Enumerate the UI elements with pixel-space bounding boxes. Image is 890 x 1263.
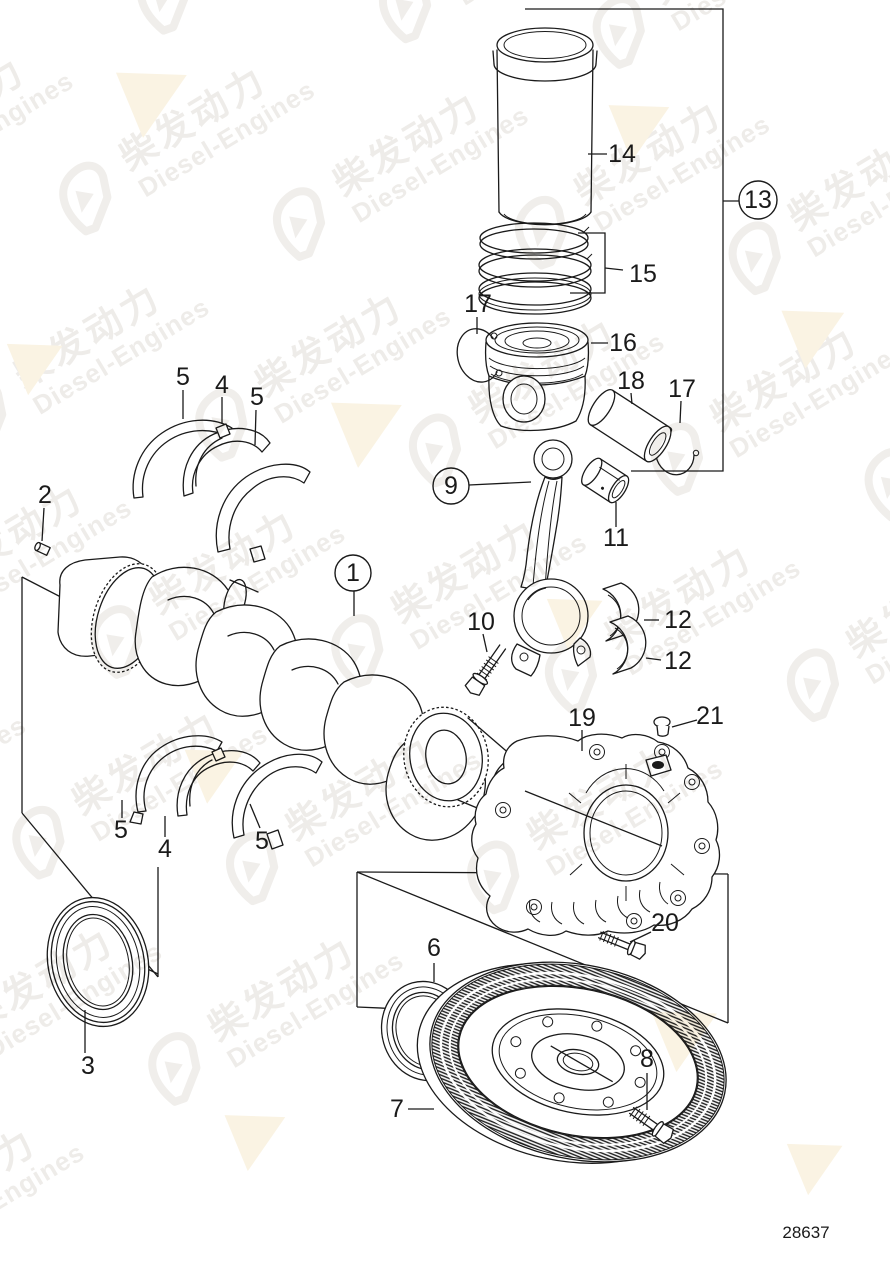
callout-5-bottom-right: 5 xyxy=(249,803,269,855)
callout-label-21: 21 xyxy=(696,702,724,730)
callout-label-12: 12 xyxy=(664,647,692,675)
callout-label-5: 5 xyxy=(250,383,264,411)
callout-4-top: 4 xyxy=(215,371,229,424)
callout-label-17: 17 xyxy=(464,290,492,318)
callout-12-upper: 12 xyxy=(644,606,692,634)
callout-21: 21 xyxy=(671,702,724,730)
callout-14: 14 xyxy=(588,140,636,168)
drawing-number: 28637 xyxy=(782,1223,829,1242)
part-circlip-left xyxy=(456,328,503,383)
callout-label-13: 13 xyxy=(744,186,772,214)
callout-11: 11 xyxy=(603,502,629,552)
part-rod-bolt xyxy=(464,644,507,696)
part-piston-pin xyxy=(587,389,672,463)
callout-16: 16 xyxy=(591,329,637,357)
callout-10: 10 xyxy=(467,608,495,653)
callout-label-11: 11 xyxy=(603,524,629,552)
callout-3: 3 xyxy=(81,1010,95,1080)
callout-label-20: 20 xyxy=(651,909,679,937)
callout-1: 1 xyxy=(334,554,372,616)
part-piston-rings xyxy=(478,222,593,315)
callout-5-bottom-left: 5 xyxy=(114,800,128,844)
callout-label-18: 18 xyxy=(617,367,645,395)
callout-label-19: 19 xyxy=(568,704,596,732)
callout-label-1: 1 xyxy=(346,559,360,587)
part-cylinder-liner xyxy=(492,27,598,226)
callout-label-4: 4 xyxy=(215,371,229,399)
callout-12-lower: 12 xyxy=(645,647,692,675)
callout-18: 18 xyxy=(617,367,645,405)
callout-label-8: 8 xyxy=(640,1045,654,1073)
part-seal-housing xyxy=(471,733,721,936)
part-main-bearing-shells-upper xyxy=(132,419,311,563)
callout-17-left: 17 xyxy=(464,290,492,334)
callout-2: 2 xyxy=(38,481,52,542)
part-crankshaft xyxy=(57,556,555,841)
crankshaft-rear-gear xyxy=(403,706,489,808)
callout-label-6: 6 xyxy=(427,934,441,962)
callout-5-top-right: 5 xyxy=(250,383,264,446)
part-bigend-shells xyxy=(602,582,647,675)
callout-17-right: 17 xyxy=(668,375,696,424)
callout-6: 6 xyxy=(427,934,441,982)
callout-label-15: 15 xyxy=(629,260,657,288)
callout-label-10: 10 xyxy=(467,608,495,636)
part-bolt-8 xyxy=(628,1106,675,1144)
callout-7: 7 xyxy=(390,1095,434,1123)
callout-label-5: 5 xyxy=(114,816,128,844)
callout-label-17: 17 xyxy=(668,375,696,403)
callout-label-7: 7 xyxy=(390,1095,404,1123)
callout-label-16: 16 xyxy=(609,329,637,357)
part-vibration-damper xyxy=(416,961,727,1164)
callout-15: 15 xyxy=(570,232,657,294)
callout-label-5: 5 xyxy=(255,827,269,855)
callout-label-4: 4 xyxy=(158,835,172,863)
part-piston xyxy=(484,322,590,432)
part-dowel-pin xyxy=(34,541,51,556)
callout-label-9: 9 xyxy=(444,472,458,500)
callout-label-12: 12 xyxy=(664,606,692,634)
part-bolt-20 xyxy=(597,930,646,960)
part-front-seal xyxy=(46,896,150,1028)
callout-label-14: 14 xyxy=(608,140,636,168)
callout-4-bottom: 4 xyxy=(158,816,172,863)
callout-label-2: 2 xyxy=(38,481,52,509)
part-bushing xyxy=(581,457,630,504)
part-main-bearing-shells-lower xyxy=(129,735,323,850)
callout-5-top-left: 5 xyxy=(176,363,190,419)
part-connecting-rod xyxy=(510,439,592,677)
callout-label-3: 3 xyxy=(81,1052,95,1080)
part-plug xyxy=(653,716,671,737)
callout-20: 20 xyxy=(629,909,679,943)
callout-9: 9 xyxy=(432,467,532,505)
callout-label-5: 5 xyxy=(176,363,190,391)
